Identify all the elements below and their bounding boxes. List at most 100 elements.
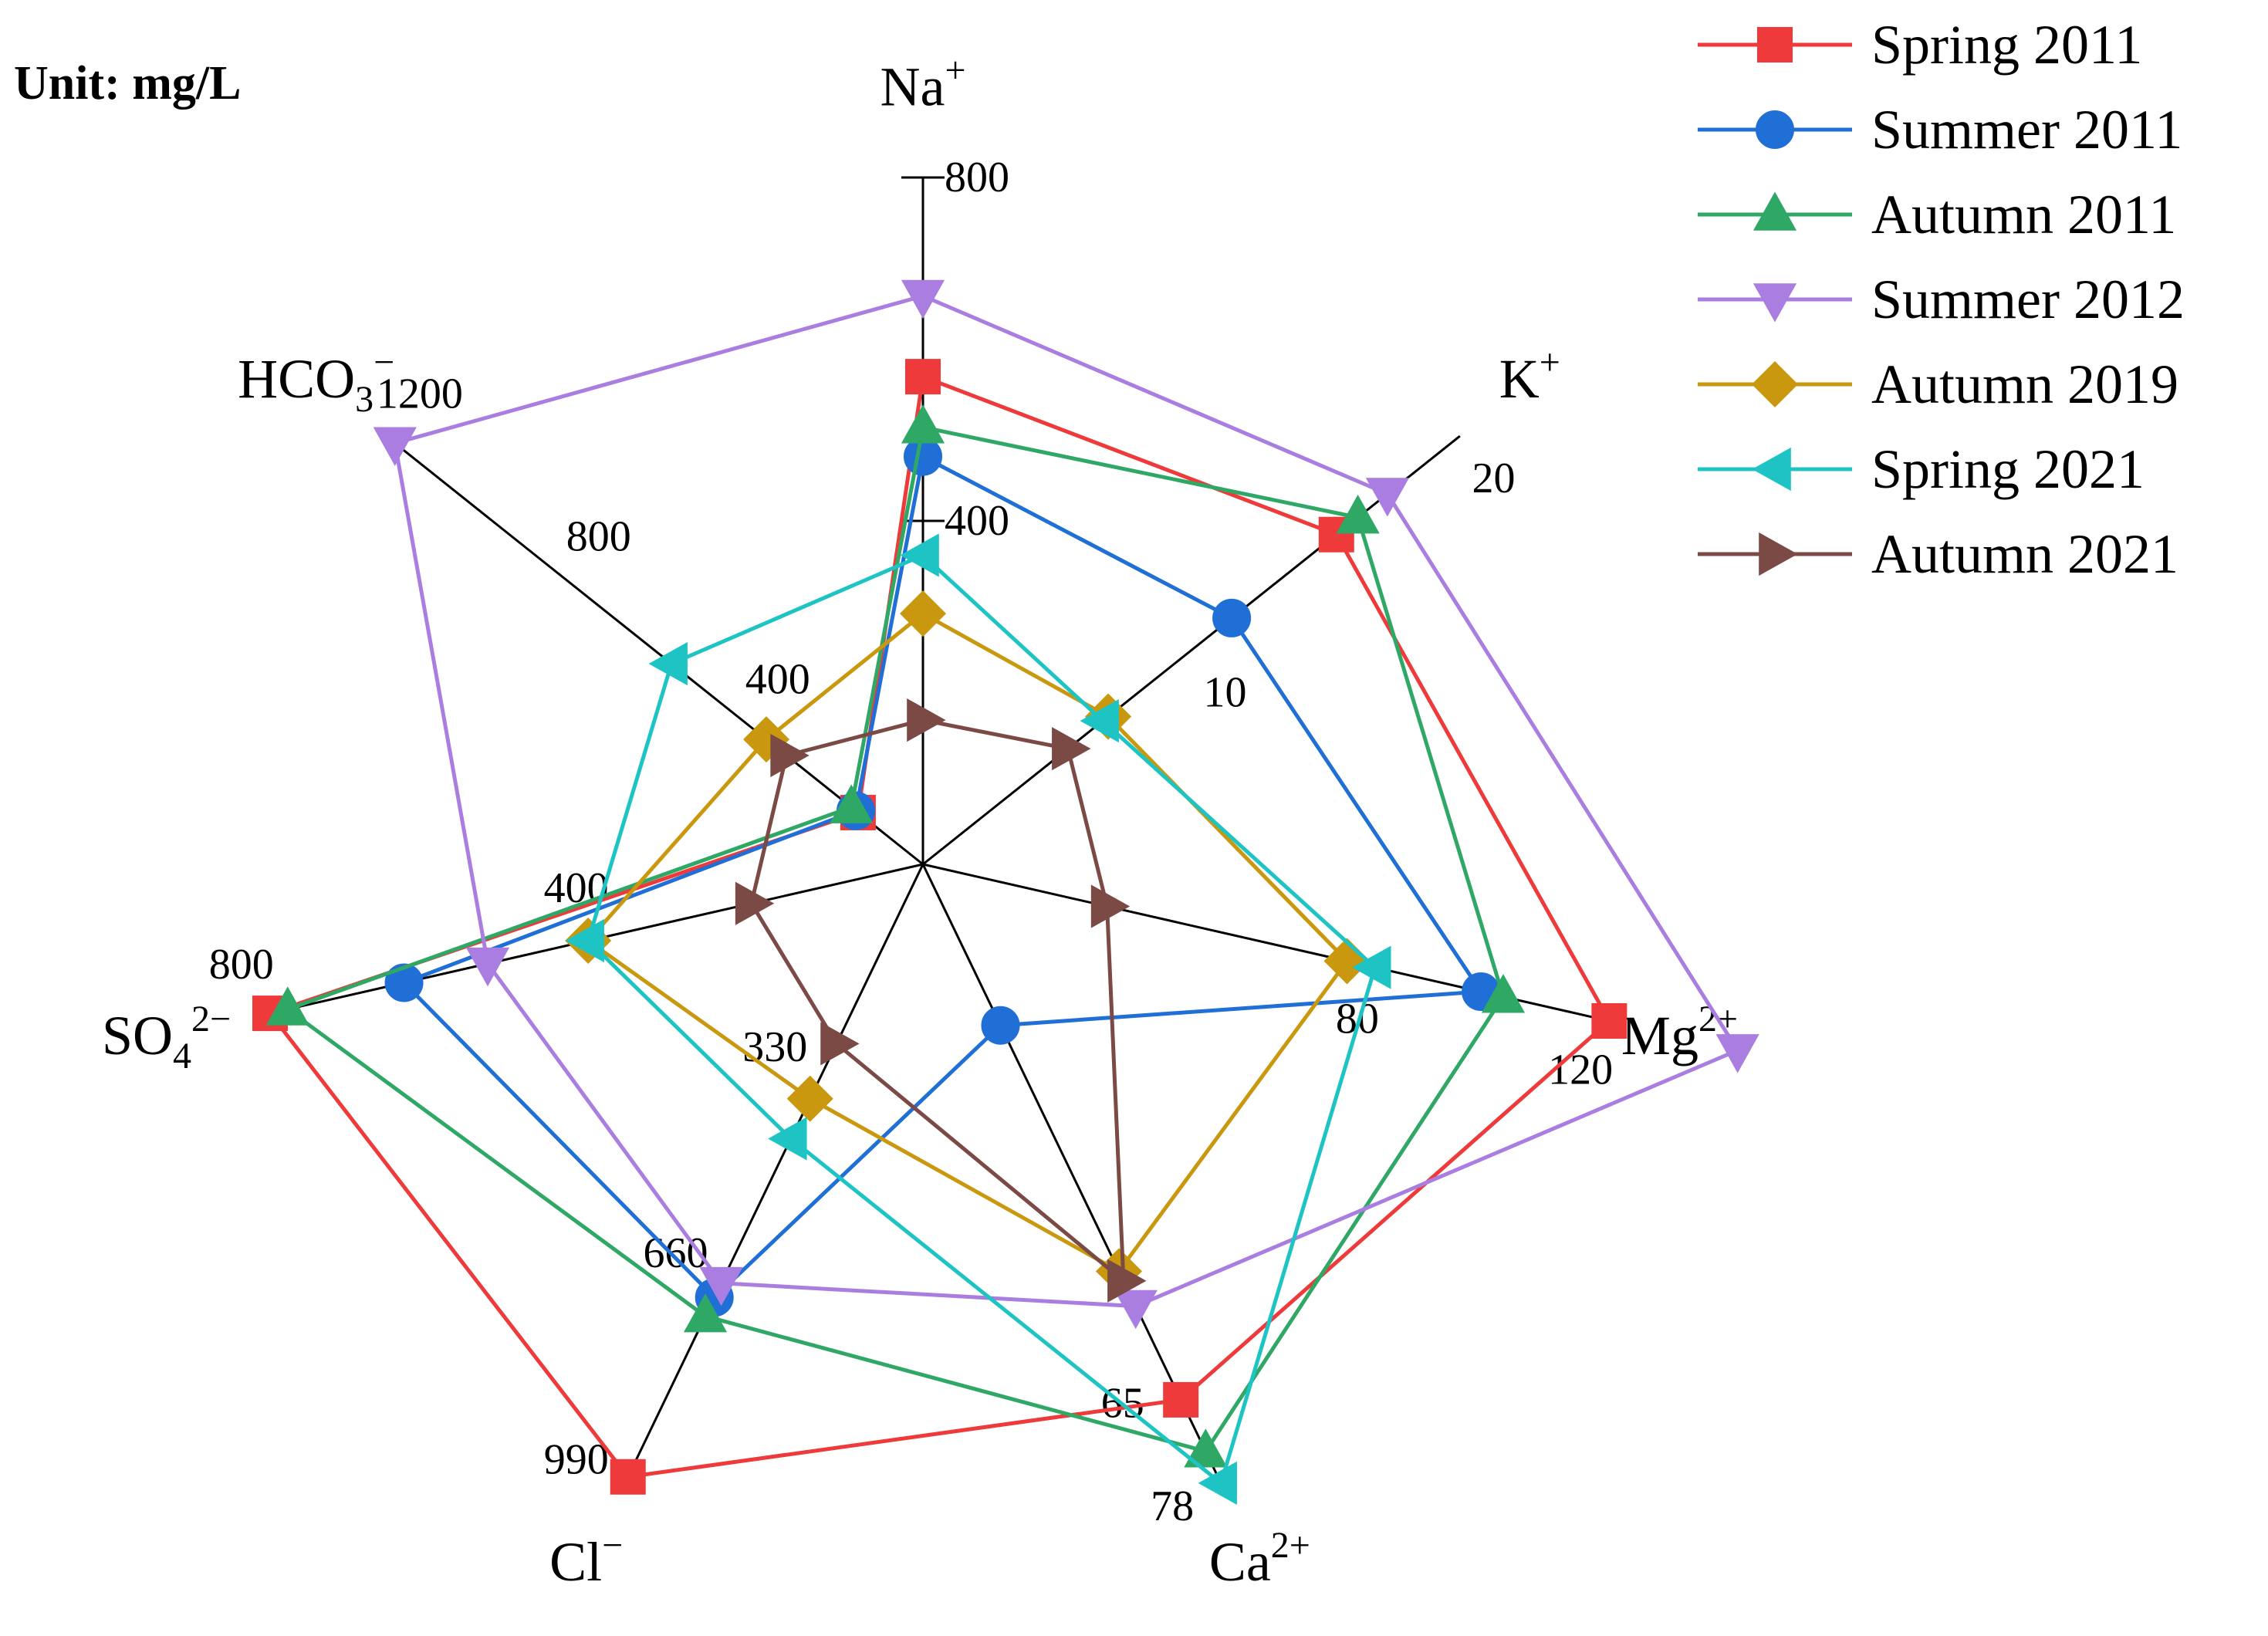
data-point-3-cl	[699, 1266, 743, 1306]
tick-label-hco3-1: 800	[566, 512, 631, 560]
data-point-6-cl	[820, 1022, 860, 1066]
data-point-5-hco3	[648, 642, 688, 686]
axis-label-sup: +	[1540, 342, 1560, 383]
data-point-5-k	[1080, 699, 1119, 743]
data-point-3-k	[1365, 478, 1409, 517]
axis-label-cl: Cl−	[549, 1525, 623, 1593]
legend-label-3: Summer 2012	[1871, 269, 2185, 330]
axis-label-main: Na	[880, 56, 945, 117]
legend-item-6: Autumn 2021	[1698, 523, 2178, 585]
axis-label-sup: 2+	[1271, 1525, 1310, 1566]
series-line-0	[268, 374, 1611, 1479]
legend-label-4: Autumn 2019	[1871, 353, 2178, 415]
data-point-0-na	[905, 359, 941, 395]
data-point-6-so4	[735, 881, 775, 925]
legend-item-2: Autumn 2011	[1698, 184, 2176, 245]
data-point-6-ca	[1107, 1259, 1147, 1303]
series-3	[373, 279, 1759, 1330]
data-point-6-k	[1052, 727, 1091, 771]
axis-line-hco3	[385, 434, 924, 866]
axis-label-main: HCO	[238, 348, 355, 410]
legend-label-0: Spring 2011	[1871, 14, 2142, 76]
data-point-1-ca	[981, 1006, 1020, 1045]
data-point-2-hco3	[830, 784, 874, 823]
data-point-1-k	[1212, 598, 1252, 637]
data-point-1-so4	[384, 963, 424, 1002]
data-point-3-so4	[465, 947, 510, 987]
legend-item-4: Autumn 2019	[1698, 353, 2178, 415]
data-point-6-mg	[1090, 884, 1131, 928]
data-point-5-ca	[1198, 1461, 1237, 1505]
axis-label-ca: Ca2+	[1209, 1525, 1310, 1593]
tick-label-na-1: 400	[945, 497, 1009, 545]
axis-label-hco3: HCO3−	[238, 342, 394, 420]
legend-label-6: Autumn 2021	[1871, 523, 2178, 585]
legend-label-2: Autumn 2011	[1871, 184, 2176, 245]
series-2	[265, 404, 1526, 1468]
axis-line-ca	[921, 864, 1222, 1484]
data-point-2-mg	[1481, 974, 1526, 1013]
data-point-2-cl	[683, 1293, 728, 1333]
unit-label: Unit: mg/L	[14, 57, 242, 110]
tick-label-ca-0: 78	[1151, 1482, 1194, 1530]
legend-marker-3	[1753, 283, 1797, 323]
axis-label-main: Mg	[1621, 1005, 1698, 1066]
tick-label-na-0: 800	[945, 154, 1009, 201]
axis-label-sup: +	[945, 49, 965, 90]
series-line-6	[749, 718, 1126, 1283]
data-point-5-cl	[768, 1117, 807, 1161]
data-point-2-k	[1336, 494, 1380, 534]
series-line-1	[402, 455, 1483, 1300]
legend-item-3: Summer 2012	[1698, 269, 2185, 330]
legend-marker-0	[1757, 27, 1793, 63]
data-point-4-na	[899, 590, 947, 637]
data-point-3-hco3	[373, 427, 417, 466]
axis-line-cl	[624, 864, 924, 1484]
axis-line-k	[922, 434, 1461, 866]
legend-item-1: Summer 2011	[1698, 99, 2182, 161]
data-point-2-ca	[1184, 1428, 1228, 1468]
tick-label-hco3-0: 1200	[377, 370, 463, 417]
axis-label-sup: −	[602, 1525, 623, 1566]
axis-label-sup: 2−	[191, 999, 231, 1039]
data-point-4-cl	[786, 1075, 833, 1122]
series-6	[735, 698, 1147, 1303]
series-0	[252, 359, 1627, 1495]
data-point-0-ca	[1163, 1381, 1199, 1418]
legend-item-5: Spring 2021	[1698, 438, 2145, 500]
legend-marker-6	[1759, 532, 1798, 576]
legend-label-1: Summer 2011	[1871, 99, 2182, 161]
series-line-2	[286, 425, 1506, 1454]
tick-label-cl-0: 990	[544, 1435, 609, 1483]
axis-label-sup: −	[373, 342, 394, 383]
data-point-5-so4	[565, 918, 604, 963]
data-point-0-cl	[610, 1459, 646, 1495]
legend-label-5: Spring 2021	[1871, 438, 2145, 500]
data-point-6-hco3	[770, 733, 810, 778]
axis-label-main: K	[1499, 348, 1540, 410]
tick-label-cl-2: 330	[742, 1023, 807, 1071]
data-point-6-na	[907, 698, 946, 742]
legend-marker-4	[1751, 360, 1799, 408]
axis-label-main: SO	[102, 1005, 173, 1066]
data-point-3-ca	[1114, 1290, 1158, 1330]
axis-label-na: Na+	[880, 49, 965, 117]
series-line-5	[586, 553, 1377, 1486]
data-point-3-na	[901, 279, 945, 319]
axis-label-sub: 4	[173, 1036, 191, 1077]
axis-label-main: Ca	[1209, 1531, 1271, 1593]
axis-label-mg: Mg2+	[1621, 999, 1738, 1066]
series-line-3	[393, 294, 1740, 1309]
legend-marker-1	[1756, 110, 1794, 149]
data-point-2-na	[901, 404, 945, 444]
tick-label-k-1: 10	[1204, 668, 1247, 716]
series-5	[565, 533, 1391, 1505]
axis-label-so4: SO42−	[102, 999, 231, 1077]
data-point-2-so4	[265, 986, 309, 1026]
tick-label-so4-0: 800	[209, 941, 274, 989]
tick-label-mg-0: 120	[1548, 1046, 1613, 1093]
series-4	[565, 590, 1371, 1295]
